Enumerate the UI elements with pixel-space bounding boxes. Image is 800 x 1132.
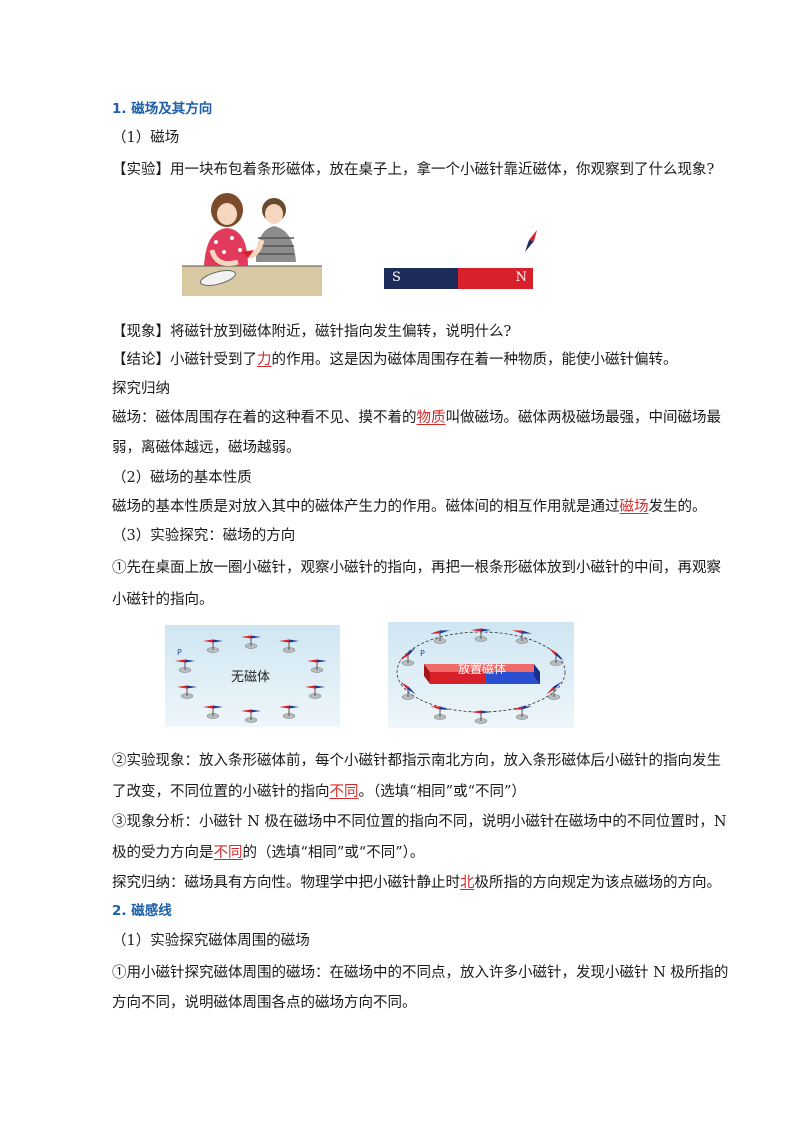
small-compass-icon <box>546 681 562 700</box>
small-compass-icon <box>203 639 223 653</box>
no-magnet-label: 无磁体 <box>231 670 270 685</box>
field-definition-line1: 磁场：磁体周围存在着的这种看不见、摸不着的物质叫做磁场。磁体两极磁场最强，中间磁… <box>112 410 721 426</box>
experiment-text: 【实验】用一块布包着条形磁体，放在桌子上，拿一个小磁针靠近磁体，你观察到了什么现… <box>112 162 715 178</box>
small-compass-icon <box>241 635 261 649</box>
small-compass-icon <box>512 706 532 720</box>
answer-different-2: 不同 <box>213 845 243 861</box>
bar-magnet: S N <box>384 268 533 289</box>
small-compass-icon <box>430 630 450 644</box>
magnet-south-pole: S <box>384 268 458 289</box>
point-p-label-right: P <box>420 649 425 658</box>
field-definition-line2: 弱，离磁体越远，磁场越弱。 <box>112 440 301 456</box>
small-compass-icon <box>430 706 450 720</box>
explore-summary-label: 探究归纳 <box>112 381 170 397</box>
small-compass-icon <box>471 710 491 724</box>
small-compass-icon <box>305 685 325 699</box>
place-magnet-label: 放置磁体 <box>458 661 506 676</box>
step2-line2: 了改变，不同位置的小磁针的指向不同。（选填“相同”或“不同”） <box>112 784 526 800</box>
people-illustration <box>182 190 322 296</box>
compass-ring-with-magnet-figure: P 放置磁体 <box>388 622 574 728</box>
compass-ring-no-magnet-figure: P 无磁体 <box>165 625 340 727</box>
answer-field: 磁场 <box>619 499 649 515</box>
step4-line2: 方向不同，说明磁体周围各点的磁场方向不同。 <box>112 995 417 1011</box>
conclusion-text: 【结论】小磁针受到了力的作用。这是因为磁体周围存在着一种物质，能使小磁针偏转。 <box>112 352 678 368</box>
small-compass-icon <box>203 705 223 719</box>
step3-line2: 极的受力方向是不同的（选填“相同”或“不同”）。 <box>112 845 425 861</box>
step2-line1: ②实验现象：放入条形磁体前，每个小磁针都指示南北方向，放入条形磁体后小磁针的指向… <box>112 753 721 769</box>
small-compass-icon <box>279 639 299 653</box>
phenomenon-text: 【现象】将磁针放到磁体附近，磁针指向发生偏转，说明什么? <box>112 324 512 340</box>
small-compass-icon <box>548 647 564 666</box>
point-p-label-left: P <box>177 648 182 657</box>
step4-line1: ①用小磁针探究磁体周围的磁场：在磁场中的不同点，放入许多小磁针，发现小磁针 N … <box>112 965 729 981</box>
small-compass-icon <box>177 685 197 699</box>
step1-line2: 小磁针的指向。 <box>112 592 214 608</box>
step3-line1: ③现象分析：小磁针 N 极在磁场中不同位置的指向不同，说明小磁针在磁场中的不同位… <box>112 814 727 830</box>
small-compass-icon <box>175 659 195 673</box>
small-compass-icon <box>279 705 299 719</box>
subsection-title-4: （1）实验探究磁体周围的磁场 <box>112 933 310 949</box>
compass-needle-icon <box>521 228 541 254</box>
subsection-title-3: （3）实验探究：磁场的方向 <box>112 528 296 544</box>
magnet-north-pole: N <box>458 268 533 289</box>
property-text: 磁场的基本性质是对放入其中的磁体产生力的作用。磁体间的相互作用就是通过磁场发生的… <box>112 499 707 515</box>
small-compass-icon <box>471 628 491 642</box>
small-compass-icon <box>512 630 532 644</box>
small-compass-icon <box>307 659 327 673</box>
small-compass-icon <box>400 681 416 700</box>
section-heading-1: 1. 磁场及其方向 <box>112 101 213 117</box>
answer-matter: 物质 <box>416 410 446 426</box>
step1-line1: ①先在桌面上放一圈小磁针，观察小磁针的指向，再把一根条形磁体放到小磁针的中间，再… <box>112 560 721 576</box>
answer-different-1: 不同 <box>329 784 359 800</box>
answer-north: 北 <box>460 875 475 891</box>
explore-summary-direction: 探究归纳：磁场具有方向性。物理学中把小磁针静止时北极所指的方向规定为该点磁场的方… <box>112 875 721 891</box>
magnet-s-label: S <box>392 270 401 285</box>
answer-force: 力 <box>257 352 272 368</box>
subsection-title-2: （2）磁场的基本性质 <box>112 470 252 486</box>
subsection-title-1: （1）磁场 <box>112 130 180 146</box>
small-compass-icon <box>241 709 261 723</box>
magnet-n-label: N <box>515 270 527 285</box>
small-compass-icon <box>400 647 416 666</box>
section-heading-2: 2. 磁感线 <box>112 903 172 919</box>
